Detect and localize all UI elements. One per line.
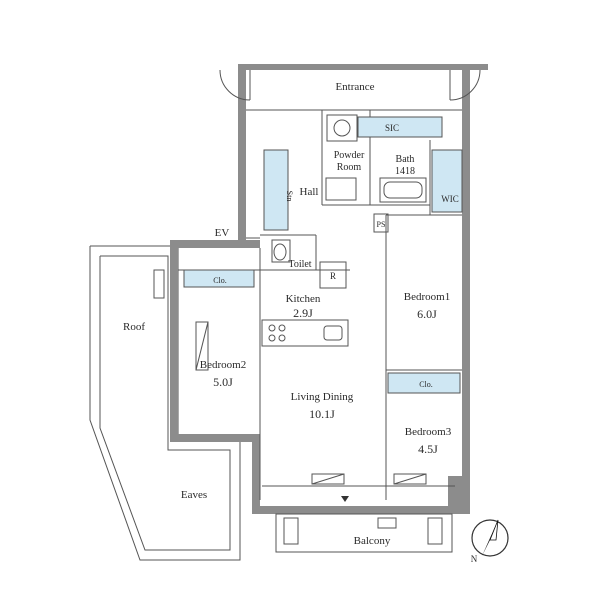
label-powder-room-2: Room xyxy=(337,162,362,173)
closet-bedroom2 xyxy=(183,269,255,288)
entrance-doors xyxy=(219,69,481,101)
label-bath-1: Bath xyxy=(396,154,415,165)
label-bedroom2-size: 5.0J xyxy=(213,375,233,389)
stn-storage xyxy=(263,149,289,231)
windows xyxy=(153,269,427,485)
label-powder-room-1: Powder xyxy=(334,150,365,161)
toilet-fixture xyxy=(271,239,291,263)
label-bath-2: 1418 xyxy=(395,166,415,177)
label-ps: PS xyxy=(377,220,386,229)
washing-machine xyxy=(326,114,358,142)
label-living-dining-size: 10.1J xyxy=(309,407,335,421)
closet-bedroom3 xyxy=(387,372,461,394)
storage-areas xyxy=(183,116,463,394)
fixtures xyxy=(261,114,427,347)
kitchen-sink xyxy=(323,325,343,341)
label-hall: Hall xyxy=(300,186,319,198)
label-roof: Roof xyxy=(123,321,145,333)
label-bedroom1: Bedroom1 xyxy=(404,291,450,303)
powder-basin xyxy=(325,177,357,201)
label-sic: SIC xyxy=(385,123,399,133)
label-bedroom3: Bedroom3 xyxy=(405,426,452,438)
label-toilet: Toilet xyxy=(288,259,311,270)
label-stn: Stn xyxy=(285,191,294,202)
label-kitchen: Kitchen xyxy=(286,293,321,305)
wic-storage xyxy=(431,149,463,213)
ps-box xyxy=(373,213,389,233)
label-bedroom1-size: 6.0J xyxy=(417,307,437,321)
compass-icon xyxy=(471,519,509,557)
sic-storage xyxy=(357,116,443,138)
label-entrance: Entrance xyxy=(335,81,374,93)
label-living-dining: Living Dining xyxy=(291,391,354,403)
bathtub xyxy=(379,177,427,203)
balcony-area xyxy=(275,496,453,553)
compass-north-label: N xyxy=(471,554,478,564)
refrigerator-box xyxy=(319,261,347,289)
label-wic: WIC xyxy=(441,194,459,204)
label-ev: EV xyxy=(215,227,230,239)
label-balcony: Balcony xyxy=(354,535,391,547)
label-closet-bedroom2: Clo. xyxy=(213,276,227,285)
label-eaves: Eaves xyxy=(181,489,207,501)
label-bedroom2: Bedroom2 xyxy=(200,359,246,371)
label-refrigerator: R xyxy=(330,271,336,281)
roof-area xyxy=(89,245,241,561)
kitchen-counter xyxy=(261,319,349,347)
label-bedroom3-size: 4.5J xyxy=(418,442,438,456)
label-kitchen-size: 2.9J xyxy=(293,306,313,320)
label-closet-bedroom3: Clo. xyxy=(419,380,433,389)
